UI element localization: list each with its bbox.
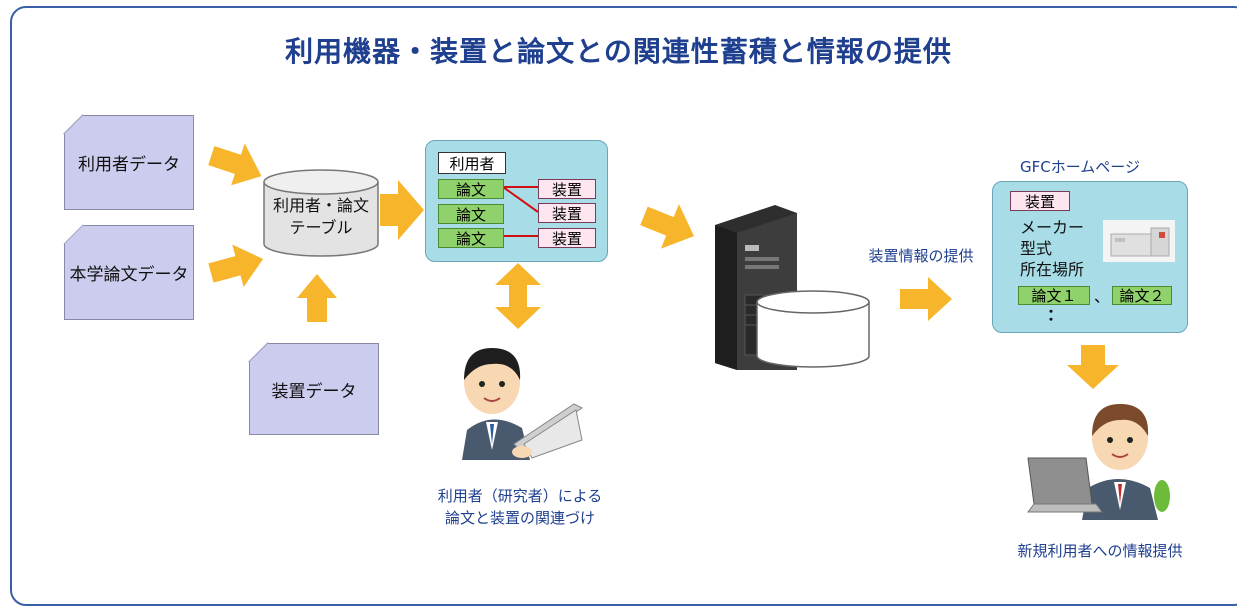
homepage-equip-box: 装置 bbox=[1010, 191, 1070, 211]
diagram-title: 利用機器・装置と論文との関連性蓄積と情報の提供 bbox=[285, 35, 952, 68]
equipment-box: 装置 bbox=[538, 179, 596, 199]
document-fold bbox=[248, 342, 268, 362]
provide-label: 装置情報の提供 bbox=[868, 247, 974, 265]
arrow-right-icon bbox=[208, 244, 264, 287]
homepage-paper2-box: 論文２ bbox=[1112, 286, 1172, 305]
database-icon bbox=[756, 290, 870, 368]
user-data-label: 利用者データ bbox=[78, 155, 180, 175]
arrow-right-icon bbox=[640, 204, 695, 249]
arrow-updown-icon bbox=[495, 263, 541, 329]
homepage-title: GFCホームページ bbox=[1020, 158, 1140, 176]
equipment-box: 装置 bbox=[538, 203, 596, 223]
document-fold bbox=[63, 114, 83, 134]
user-data-document: 利用者データ bbox=[63, 114, 194, 210]
equip-data-document: 装置データ bbox=[248, 342, 379, 435]
equip-data-label: 装置データ bbox=[271, 381, 357, 402]
table-label: 利用者・論文 テーブル bbox=[262, 195, 380, 239]
location-label: 所在場所 bbox=[1020, 260, 1085, 279]
user-header-box: 利用者 bbox=[438, 152, 506, 174]
homepage-paper1-box: 論文１ bbox=[1018, 286, 1090, 305]
table-label-line2: テーブル bbox=[289, 218, 353, 237]
paper-separator: 、 bbox=[1094, 287, 1111, 306]
arrow-up-icon bbox=[297, 274, 337, 322]
arrow-right-icon bbox=[208, 143, 262, 186]
paper-box: 論文 bbox=[438, 204, 504, 224]
mapping-links bbox=[502, 186, 539, 237]
new-user-caption: 新規利用者への情報提供 bbox=[1017, 542, 1183, 560]
researcher-laptop-illustration bbox=[462, 348, 583, 460]
homepage-ellipsis: ： bbox=[1047, 305, 1064, 324]
researcher-caption-line2: 論文と装置の関連づけ bbox=[444, 509, 595, 527]
paper-data-document: 本学論文データ bbox=[63, 224, 194, 320]
paper-box: 論文 bbox=[438, 179, 504, 199]
arrow-down-icon bbox=[1067, 345, 1119, 389]
paper-box: 論文 bbox=[438, 228, 504, 248]
researcher-caption-line1: 利用者（研究者）による bbox=[437, 487, 603, 505]
new-user-laptop-illustration bbox=[1027, 404, 1170, 520]
equipment-box: 装置 bbox=[538, 228, 596, 248]
database-icon bbox=[263, 169, 379, 257]
maker-label: メーカー bbox=[1020, 218, 1085, 237]
arrow-right-icon bbox=[900, 277, 952, 321]
arrow-right-icon bbox=[380, 180, 424, 240]
table-label-line1: 利用者・論文 bbox=[272, 196, 369, 215]
paper-data-label: 本学論文データ bbox=[69, 265, 189, 285]
model-label: 型式 bbox=[1020, 239, 1053, 258]
document-fold bbox=[63, 224, 83, 244]
equipment-photo-icon bbox=[1103, 220, 1175, 262]
researcher-caption: 利用者（研究者）による 論文と装置の関連づけ bbox=[420, 485, 620, 529]
